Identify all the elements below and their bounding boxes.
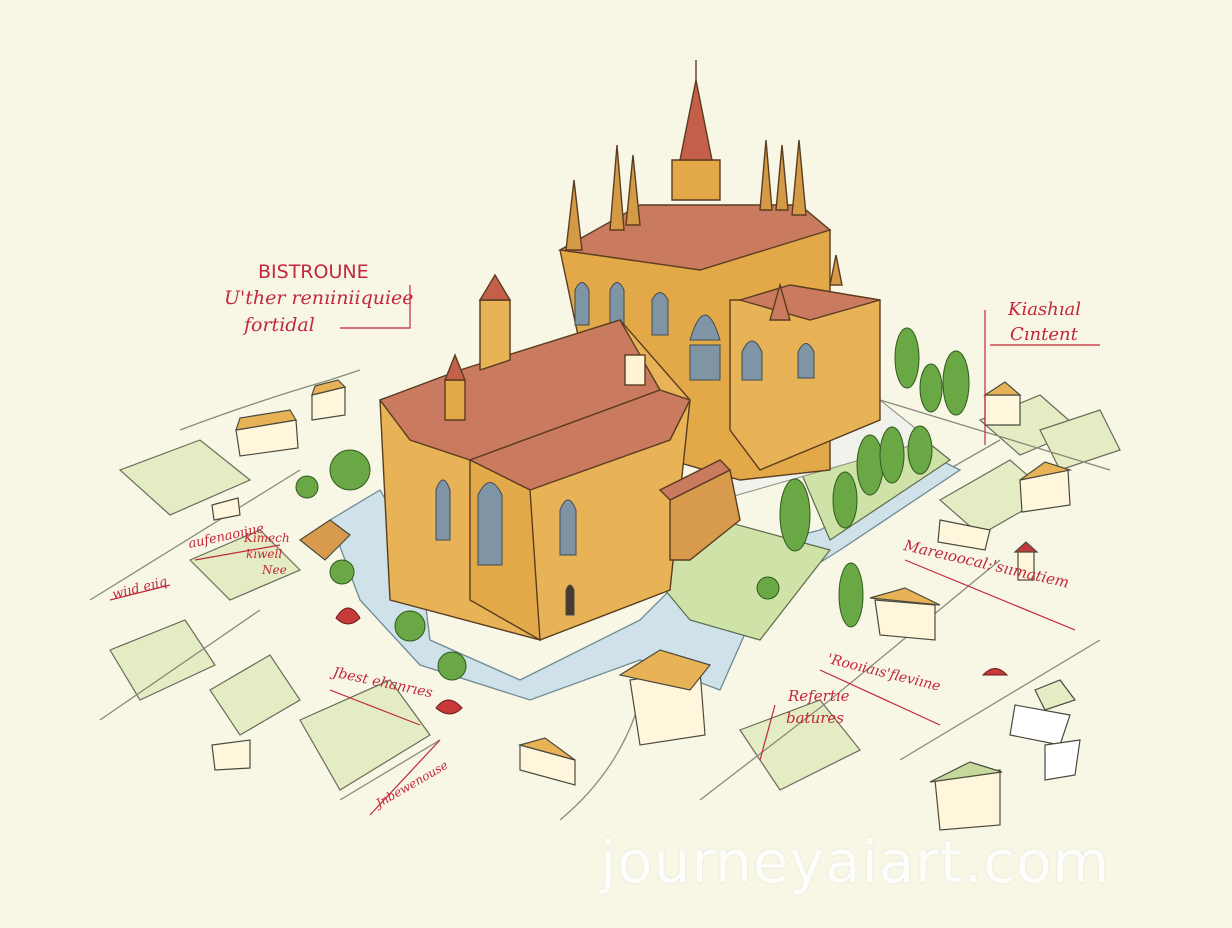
house	[618, 649, 712, 746]
trees	[295, 327, 970, 681]
house	[235, 409, 299, 457]
roads	[89, 369, 1111, 821]
label-top-left-subtitle: U'ther renıiniiquiee	[224, 287, 414, 309]
house	[1019, 461, 1073, 513]
label-top-left-detail: fortidal	[244, 314, 315, 336]
label-left-1d: Nee	[262, 563, 287, 577]
label-top-right-subtitle: Cıntent	[1010, 324, 1078, 345]
red-markers	[335, 607, 1009, 715]
label-top-right-title: Kiashıal	[1008, 299, 1082, 320]
label-right-3b: batures	[786, 709, 844, 727]
house	[929, 761, 1003, 831]
label-left-1c: kıwell	[246, 547, 283, 561]
house	[869, 587, 941, 641]
water-channel	[329, 459, 962, 701]
house	[1034, 679, 1076, 711]
house	[211, 739, 251, 771]
label-top-left-title: BISTROUNE	[258, 261, 369, 283]
annotation-lines	[109, 285, 1100, 816]
cathedral-spires	[565, 60, 843, 321]
house	[211, 497, 241, 521]
house	[1044, 739, 1081, 781]
label-right-3a: Refertıe	[788, 687, 850, 705]
house	[982, 381, 1022, 426]
house	[517, 737, 576, 786]
cathedral-nave	[378, 273, 741, 642]
house	[1009, 704, 1071, 746]
house	[937, 519, 991, 551]
watermark-text: journeyaiart.com	[600, 828, 1111, 896]
village-houses	[211, 379, 1081, 831]
house	[311, 379, 347, 421]
label-left-1b: Kimech	[244, 531, 290, 545]
house	[298, 519, 351, 561]
house	[1013, 541, 1039, 581]
